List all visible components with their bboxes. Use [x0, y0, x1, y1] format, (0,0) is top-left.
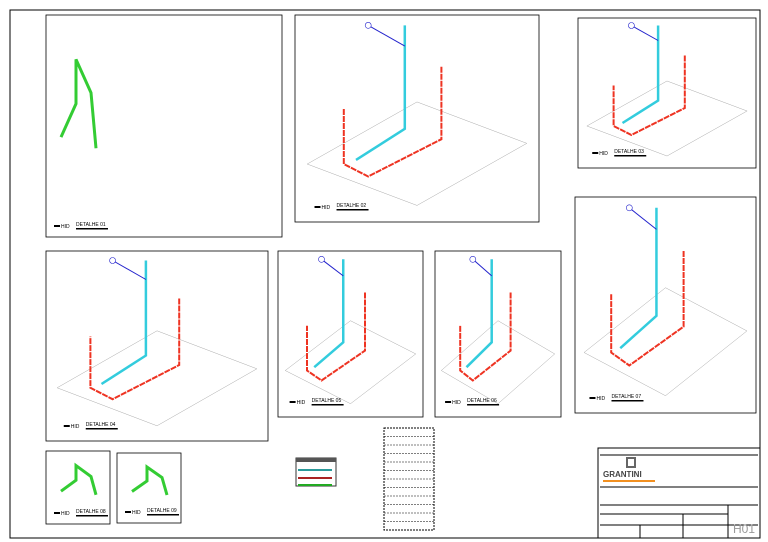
discipline-tag: HID	[71, 424, 80, 430]
detail-2: HID DETALHE 02	[294, 14, 540, 223]
discipline-tag: HID	[132, 510, 141, 516]
hot-water-pipe	[610, 251, 685, 367]
discipline-tag: HID	[599, 151, 608, 157]
detail-label: DETALHE 06	[467, 398, 497, 404]
hot-water-pipe	[342, 66, 443, 178]
detail-4: HID DETALHE 04	[45, 250, 269, 442]
detail-label: DETALHE 05	[312, 398, 342, 404]
discipline-tag: HID	[596, 396, 605, 402]
pipe-tag-icon	[625, 204, 633, 212]
detail-9: HID DETALHE 09	[116, 452, 182, 524]
pipe-tag-icon	[364, 22, 372, 29]
cold-water-pipe	[621, 25, 660, 125]
detail-label: DETALHE 01	[76, 222, 106, 228]
discipline-tag: HID	[61, 511, 70, 517]
company-name: GRANTINI	[603, 470, 642, 479]
detail-label: DETALHE 04	[86, 422, 116, 428]
cold-water-pipe	[465, 259, 493, 369]
detail-label: DETALHE 09	[147, 508, 177, 514]
line-legend	[295, 457, 337, 487]
detail-7: HID DETALHE 07	[574, 196, 757, 414]
cold-water-pipe	[100, 260, 148, 386]
detail-label: DETALHE 03	[614, 149, 644, 155]
company-logo-icon	[626, 457, 636, 468]
detail-label: DETALHE 02	[337, 203, 367, 209]
hot-water-pipe	[306, 292, 366, 382]
discipline-tag: HID	[322, 205, 331, 211]
detail-6: HID DETALHE 06	[434, 250, 562, 418]
detail-3: HID DETALHE 03	[577, 17, 757, 169]
pipe-tag-icon	[628, 22, 635, 29]
hot-water-pipe	[459, 292, 512, 382]
detail-label: DETALHE 07	[611, 394, 641, 400]
sheet-code: H01	[733, 522, 755, 536]
sheet-border	[9, 9, 761, 539]
legend-table	[383, 427, 435, 531]
detail-1: HID DETALHE 01	[45, 14, 283, 238]
pipe-tag-icon	[469, 255, 477, 263]
pipe-tag-icon	[109, 257, 116, 264]
discipline-tag: HID	[297, 400, 306, 406]
title-block: GRANTINI H01	[597, 447, 761, 539]
discipline-tag: HID	[452, 400, 461, 406]
detail-5: HID DETALHE 05	[277, 250, 424, 418]
detail-label: DETALHE 08	[76, 509, 106, 515]
cold-water-pipe	[355, 25, 407, 161]
cold-water-pipe	[619, 207, 658, 350]
pipe-tag-icon	[318, 255, 325, 263]
hot-water-pipe	[89, 298, 181, 401]
discipline-tag: HID	[61, 224, 70, 230]
cold-water-pipe	[313, 259, 345, 369]
detail-8: HID DETALHE 08	[45, 450, 111, 525]
hot-water-pipe	[612, 55, 686, 137]
